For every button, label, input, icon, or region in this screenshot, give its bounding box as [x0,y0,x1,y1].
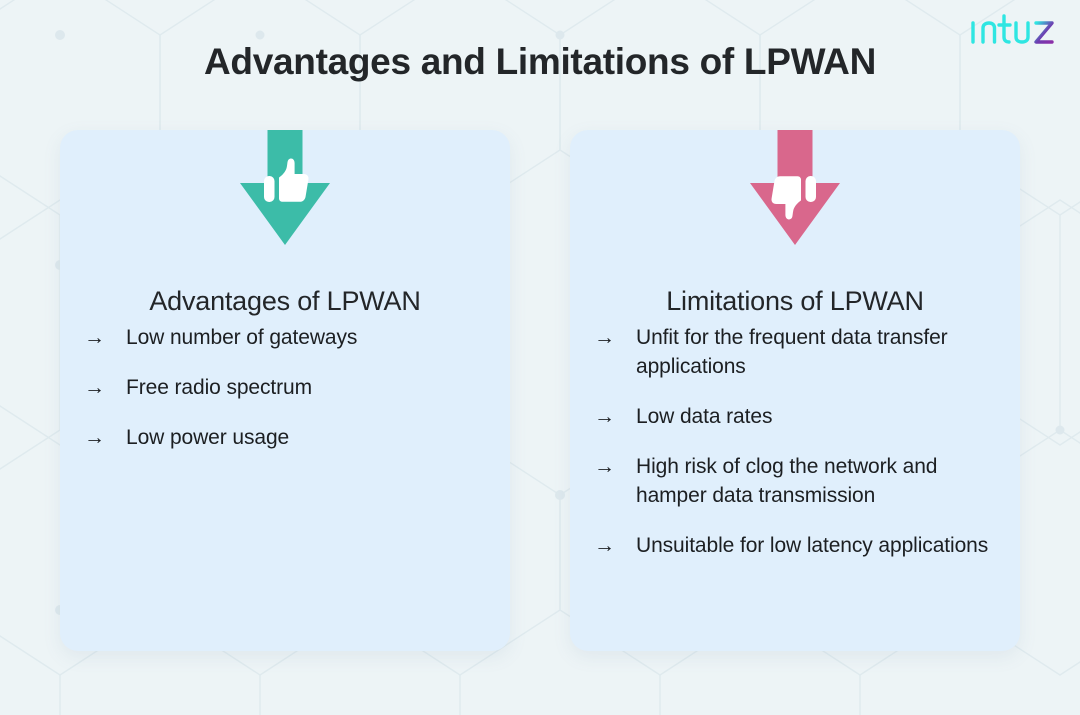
list-item: → Low data rates [594,402,1006,431]
page-title: Advantages and Limitations of LPWAN [204,41,876,82]
intuz-logo [968,12,1064,48]
list-item-label: Low number of gateways [126,326,358,349]
arrow-right-icon: → [84,426,105,449]
list-item: → Low number of gateways [84,323,496,352]
limitations-list: → Unfit for the frequent data transfer a… [594,323,1006,581]
list-item: → Unfit for the frequent data transfer a… [594,323,1006,381]
list-item-label: Low power usage [126,426,290,449]
card-advantages: Advantages of LPWAN → Low number of gate… [60,130,510,651]
arrow-right-icon: → [594,326,615,349]
arrow-right-icon: → [84,376,105,399]
list-item-label: Free radio spectrum [126,376,313,399]
list-item: → High risk of clog the network and hamp… [594,452,1006,510]
intuz-logo-mark [971,14,1054,44]
list-item: → Free radio spectrum [84,373,496,402]
list-item-label: Unfit for the frequent data transfer app… [636,326,948,378]
advantages-arrow-badge [220,130,350,248]
card-limitations-heading: Limitations of LPWAN [666,286,924,317]
arrow-right-icon: → [84,326,105,349]
card-advantages-heading: Advantages of LPWAN [149,286,421,317]
down-arrow-thumbs-down-icon [750,130,840,245]
list-item-label: Unsuitable for low latency applications [636,534,989,557]
card-limitations: Limitations of LPWAN → Unfit for the fre… [570,130,1020,651]
arrow-right-icon: → [594,534,615,557]
list-item: → Unsuitable for low latency application… [594,531,1006,560]
down-arrow-thumbs-up-icon [240,130,330,245]
advantages-list: → Low number of gateways → Free radio sp… [84,323,496,473]
list-item-label: High risk of clog the network and hamper… [636,455,938,507]
limitations-arrow-badge [730,130,860,248]
arrow-right-icon: → [594,405,615,428]
list-item-label: Low data rates [636,405,773,428]
list-item: → Low power usage [84,423,496,452]
arrow-right-icon: → [594,455,615,478]
